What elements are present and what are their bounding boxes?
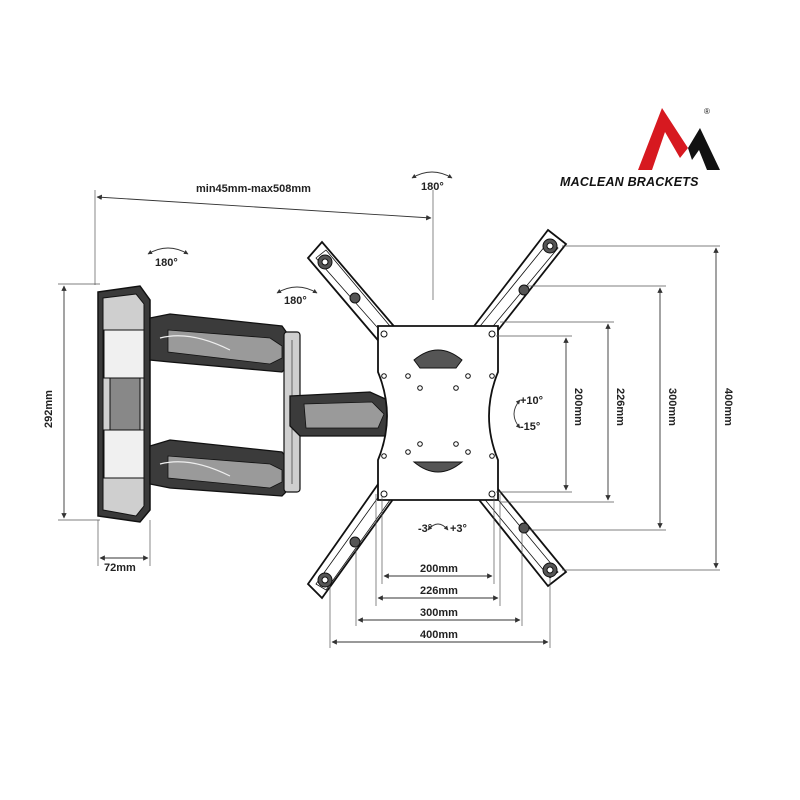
wall-width-label: 72mm — [104, 562, 136, 574]
extension-dimension: min45mm-max508mm — [94, 183, 434, 300]
logo-registered: ® — [704, 107, 710, 116]
upper-arm — [149, 313, 293, 373]
brand-logo: ® MACLEAN BRACKETS — [560, 107, 720, 189]
lower-arm — [149, 439, 293, 497]
vesa-arm-holes — [317, 238, 558, 588]
vesa-h-400-label: 400mm — [420, 629, 458, 641]
logo-m-black — [688, 128, 720, 170]
head-arm — [289, 391, 397, 437]
wall-height-label: 292mm — [43, 390, 55, 428]
wall-width-dimension: 72mm — [97, 520, 151, 574]
logo-wordmark: MACLEAN BRACKETS — [560, 175, 699, 189]
swivel-top-badge: 180° — [411, 171, 453, 193]
tilt-down-label: -15° — [520, 421, 540, 433]
center-plate-bottom-notch — [412, 461, 464, 473]
vesa-holes — [380, 330, 496, 498]
vesa-vertical-dimensions: 200mm 226mm 300mm 400mm — [496, 245, 734, 571]
swivel-top-label: 180° — [421, 181, 444, 193]
vesa-v-226-label: 226mm — [614, 388, 626, 426]
vesa-v-300-label: 300mm — [666, 388, 678, 426]
vesa-h-226-label: 226mm — [420, 585, 458, 597]
rotation-indicator: -3° +3° — [418, 523, 467, 535]
wall-plate — [97, 285, 151, 523]
extension-label: min45mm-max508mm — [196, 183, 311, 195]
tilt-up-label: +10° — [520, 395, 543, 407]
tilt-indicator: +10° -15° — [513, 395, 543, 433]
logo-m-red — [638, 108, 688, 170]
vesa-horizontal-dimensions: 200mm 226mm 300mm 400mm — [329, 494, 551, 648]
rotate-left-label: -3° — [418, 523, 432, 535]
swivel-arm-label: 180° — [284, 295, 307, 307]
swivel-wall-badge: 180° — [147, 247, 189, 269]
vesa-v-200-label: 200mm — [572, 388, 584, 426]
swivel-wall-label: 180° — [155, 257, 178, 269]
vesa-v-400-label: 400mm — [722, 388, 734, 426]
vesa-plate — [306, 228, 568, 600]
center-plate-top-notch — [413, 349, 463, 369]
vesa-center-plate — [377, 325, 499, 501]
vesa-h-200-label: 200mm — [420, 563, 458, 575]
swivel-arm-badge: 180° — [276, 286, 318, 307]
vesa-h-300-label: 300mm — [420, 607, 458, 619]
wall-height-dimension: 292mm — [43, 283, 100, 521]
rotate-right-label: +3° — [450, 523, 467, 535]
